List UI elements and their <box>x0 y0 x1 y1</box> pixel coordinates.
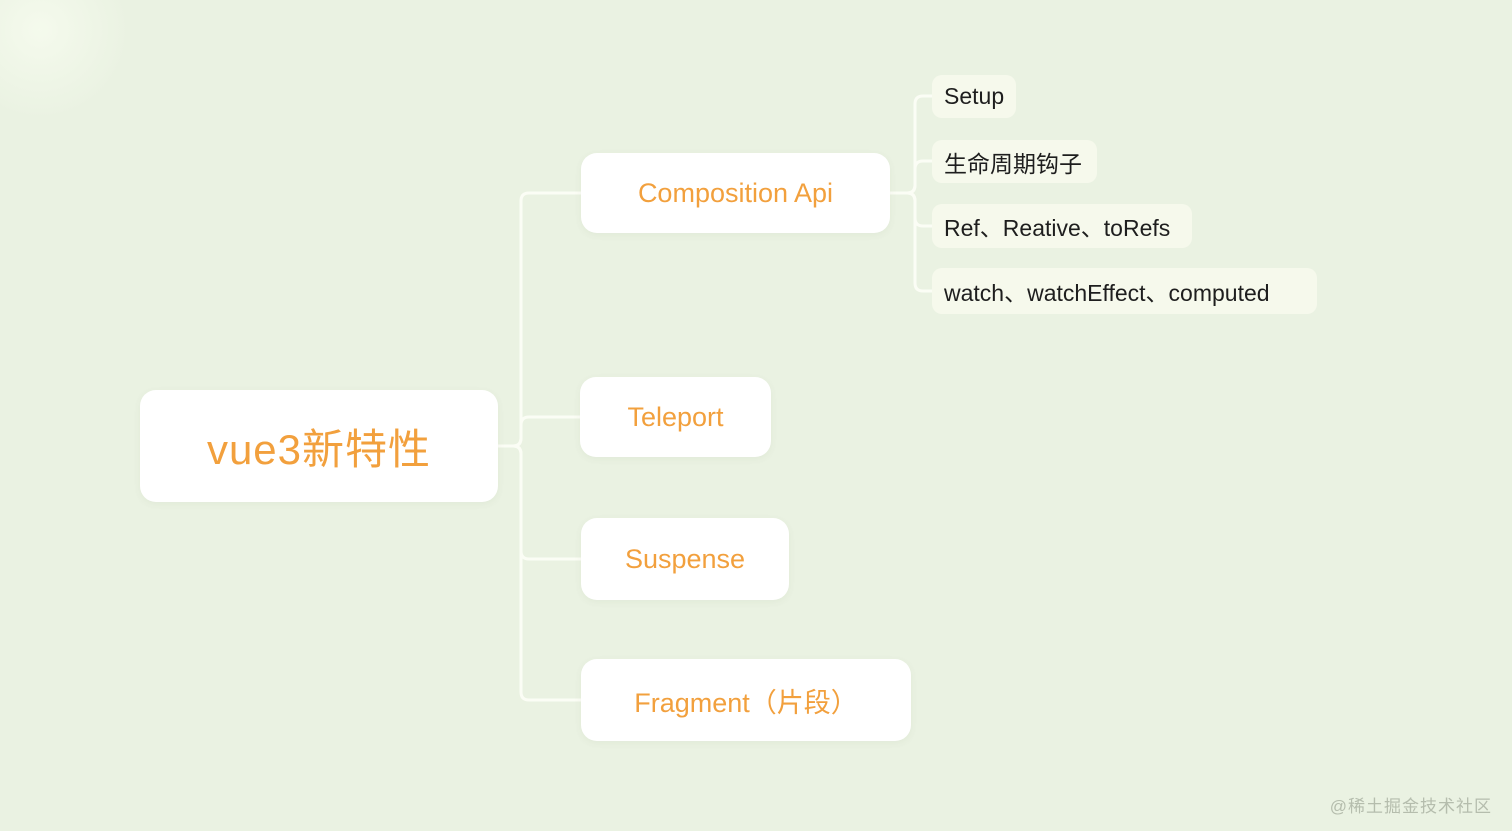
mindmap-node-teleport[interactable]: Teleport <box>580 377 771 457</box>
node-label: watch、watchEffect、computed <box>944 280 1270 306</box>
mindmap-root-node[interactable]: vue3新特性 <box>140 390 498 502</box>
mindmap-node-lifecycle-hooks[interactable]: 生命周期钩子 <box>932 140 1097 183</box>
node-label: Fragment（片段） <box>634 687 858 718</box>
connector-composition-setup <box>888 94 934 195</box>
connector-composition-refs <box>888 191 934 228</box>
connector-root-teleport <box>496 415 582 448</box>
node-label: Teleport <box>627 401 724 432</box>
mindmap-node-setup[interactable]: Setup <box>932 75 1016 118</box>
node-label: Suspense <box>624 543 746 574</box>
mindmap-node-watch-watcheffect-computed[interactable]: watch、watchEffect、computed <box>932 268 1317 314</box>
connector-root-composition <box>496 191 583 448</box>
root-node-label: vue3新特性 <box>206 425 432 473</box>
node-label: Setup <box>944 83 1005 109</box>
mindmap-node-fragment[interactable]: Fragment（片段） <box>581 659 911 741</box>
connector-composition-watch <box>888 191 934 293</box>
connector-composition-hooks <box>888 159 934 195</box>
mindmap-node-suspense[interactable]: Suspense <box>581 518 789 600</box>
node-label: 生命周期钩子 <box>944 150 1082 177</box>
node-label: Ref、Reative、toRefs <box>944 215 1171 241</box>
watermark-juejin-community: @稀土掘金技术社区 <box>1329 797 1492 816</box>
node-label: Composition Api <box>637 177 834 208</box>
connector-root-fragment <box>496 444 583 702</box>
mindmap-node-ref-reactive-torefs[interactable]: Ref、Reative、toRefs <box>932 204 1192 248</box>
connector-root-suspense <box>496 444 583 561</box>
mindmap-node-composition-api[interactable]: Composition Api <box>581 153 890 233</box>
